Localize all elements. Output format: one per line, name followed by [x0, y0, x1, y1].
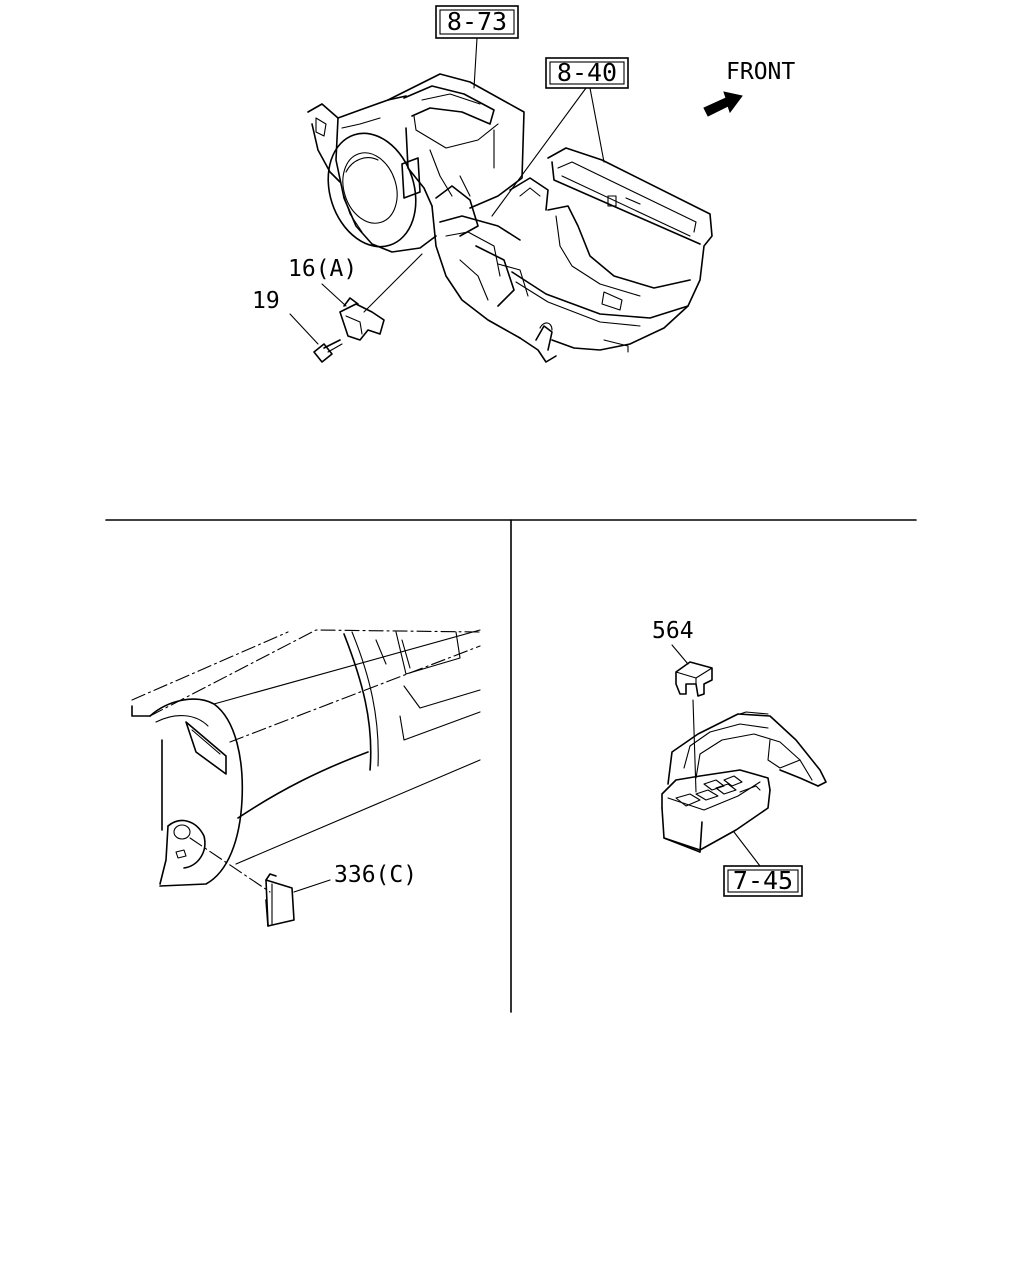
ref-box-8-73: 8-73: [435, 5, 519, 89]
ref-box-7-45: 7-45: [723, 831, 803, 897]
ref-label-7-45: 7-45: [733, 866, 793, 895]
console-unit: [661, 711, 827, 853]
leader-8-40-b: [589, 87, 605, 163]
leader-336c: [293, 879, 331, 893]
front-direction-indicator: FRONT: [703, 59, 795, 117]
part-label-336c: 336(C): [334, 862, 417, 888]
part-336c-clip: 336(C): [189, 837, 417, 927]
leader-19: [289, 313, 319, 345]
part-564-cap: 564: [652, 618, 713, 793]
leader-16a: [321, 283, 347, 307]
evaporator-case: [387, 73, 525, 237]
leader-7-45: [733, 831, 761, 867]
leader-8-40-a: [491, 87, 587, 217]
leader-336c-to-panel: [189, 837, 271, 893]
ref-label-8-73: 8-73: [447, 7, 507, 36]
front-arrow-icon: [703, 91, 743, 117]
part-19-screw: 19: [252, 288, 343, 363]
leader-564: [671, 644, 689, 665]
leader-8-73: [473, 37, 478, 89]
part-label-564: 564: [652, 618, 694, 644]
heater-body: [431, 205, 557, 363]
ref-box-8-40: 8-40: [491, 57, 629, 217]
front-label: FRONT: [726, 59, 795, 85]
part-16a-bracket: 16(A): [288, 253, 423, 341]
hvac-assembly: [307, 73, 713, 363]
instrument-panel-end: [131, 629, 481, 887]
part-label-16a: 16(A): [288, 256, 357, 282]
ref-label-8-40: 8-40: [557, 58, 617, 87]
floor-duct: [509, 147, 713, 353]
leader-16a-to-unit: [363, 253, 423, 313]
blower-housing: [307, 95, 437, 253]
leader-564-to-console: [692, 699, 697, 793]
part-label-19: 19: [252, 288, 280, 314]
